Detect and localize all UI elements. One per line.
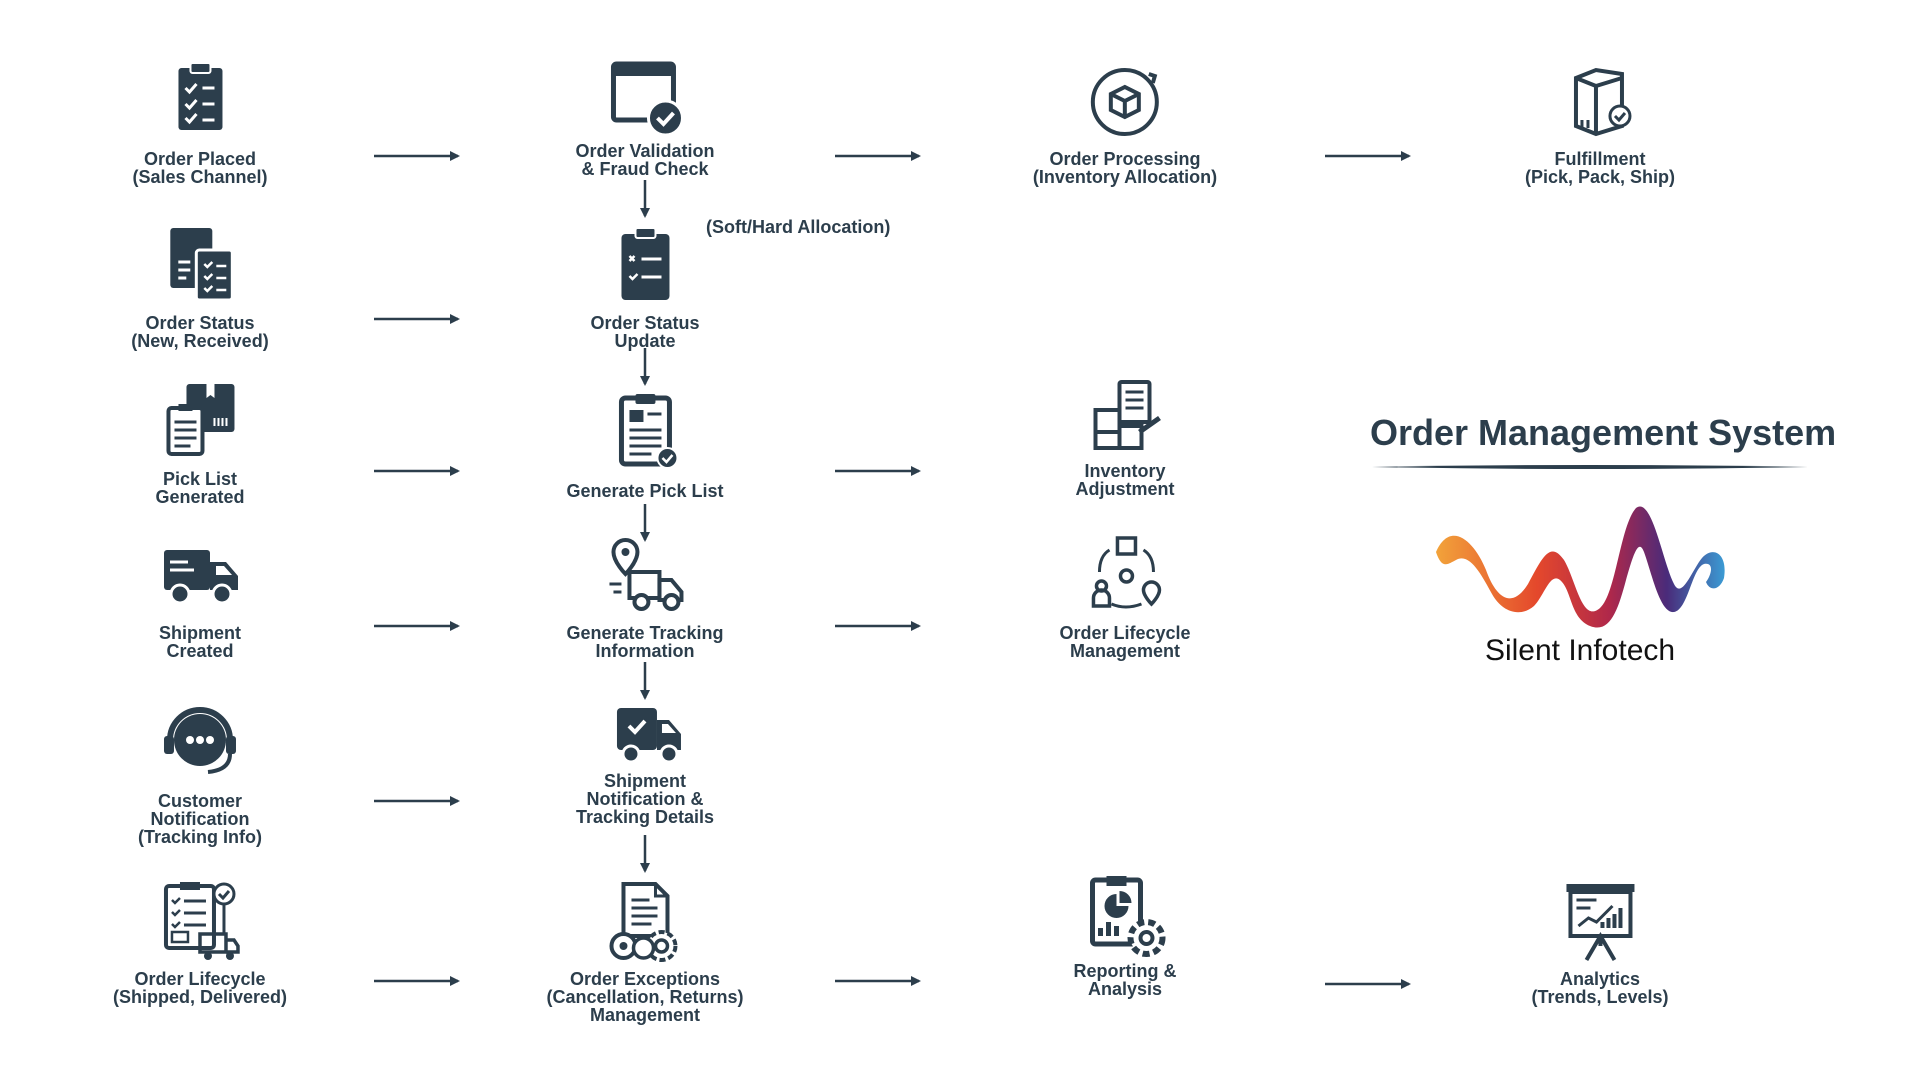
node-label: Fulfillment(Pick, Pack, Ship) — [1524, 149, 1676, 187]
arrow-right — [1323, 976, 1413, 992]
node-label: Order Status(New, Received) — [131, 313, 269, 351]
node-fulfillment: Fulfillment(Pick, Pack, Ship) — [1525, 58, 1675, 186]
arrow-right — [372, 148, 462, 164]
arrow-down — [637, 346, 653, 388]
truck-check-icon — [601, 700, 689, 772]
arrow-right — [1323, 148, 1413, 164]
clipboard-list-icon — [601, 222, 689, 310]
truck-location-icon — [601, 532, 689, 620]
pick-list-icon — [156, 378, 244, 466]
arrow-right — [833, 618, 923, 634]
node-analytics: Analytics(Trends, Levels) — [1531, 878, 1669, 1007]
arrow-right — [372, 793, 462, 809]
node-label: Order Exceptions(Cancellation, Returns)M… — [546, 969, 744, 1025]
arrow-down — [637, 502, 653, 544]
arrow-right — [372, 311, 462, 327]
node-order-placed: Order Placed(Sales Channel) — [132, 58, 268, 187]
node-order-lifecycle: Order Lifecycle(Shipped, Delivered) — [113, 878, 287, 1006]
node-generate-pick-list: Generate Pick List — [566, 390, 724, 501]
presentation-board-icon — [1556, 878, 1644, 966]
node-order-processing: Order Processing(Inventory Allocation) — [1033, 58, 1217, 186]
arrow-down — [637, 833, 653, 875]
package-check-icon — [1556, 58, 1644, 146]
title-underline — [1370, 458, 1810, 476]
node-order-status: Order Status(New, Received) — [131, 222, 269, 351]
lifecycle-cycle-icon — [1081, 532, 1169, 620]
inventory-boxes-icon — [1081, 370, 1169, 458]
arrow-right — [833, 148, 923, 164]
arrow-right — [833, 973, 923, 989]
node-label: Analytics(Trends, Levels) — [1531, 969, 1669, 1007]
brand-name: Silent Infotech — [1484, 634, 1676, 667]
document-stack-icon — [156, 222, 244, 310]
arrow-right — [372, 973, 462, 989]
arrow-down — [637, 178, 653, 220]
arrow-right — [372, 463, 462, 479]
truck-icon — [156, 532, 244, 620]
node-label: Order Validation& Fraud Check — [575, 141, 715, 179]
node-order-exceptions: Order Exceptions(Cancellation, Returns)M… — [546, 878, 744, 1025]
box-cycle-icon — [1081, 58, 1169, 146]
node-label: Order Placed(Sales Channel) — [132, 149, 268, 187]
clipboard-detail-icon — [601, 390, 689, 478]
node-reporting-analysis: Reporting &Analysis — [1074, 872, 1177, 998]
arrow-right — [833, 463, 923, 479]
allocation-note: (Soft/Hard Allocation) — [706, 217, 891, 237]
arrow-right — [372, 618, 462, 634]
clipboard-cart-icon — [156, 878, 244, 966]
clipboard-checklist-icon — [156, 58, 244, 146]
window-check-icon — [601, 58, 689, 146]
report-gear-icon — [1078, 872, 1172, 966]
page-title: Order Management System — [1370, 412, 1837, 453]
node-label: Reporting &Analysis — [1073, 961, 1177, 999]
headset-chat-icon — [156, 700, 244, 788]
brand-logo — [1430, 500, 1730, 635]
node-label: Order Lifecycle(Shipped, Delivered) — [112, 969, 288, 1007]
node-order-validation: Order Validation& Fraud Check — [575, 58, 715, 179]
node-label: Generate Pick List — [566, 481, 724, 501]
node-label: Order Processing(Inventory Allocation) — [1032, 149, 1218, 187]
document-gear-icon — [601, 878, 689, 966]
arrow-down — [637, 660, 653, 702]
